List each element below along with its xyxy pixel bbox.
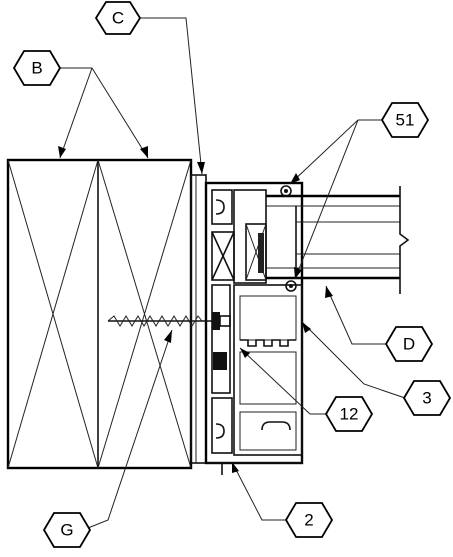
callout-12-label: 12 [340, 405, 359, 424]
gasket [280, 185, 297, 292]
wood-blocking [6, 158, 193, 470]
glazing-pocket [233, 189, 267, 284]
callout-b-label: B [31, 59, 42, 78]
callout-12: 12 [324, 396, 374, 432]
callout-g-label: G [60, 521, 73, 540]
callout-3: 3 [402, 380, 452, 416]
callout-c-label: C [112, 9, 124, 28]
callout-b: B [12, 50, 62, 86]
fastener-screw [107, 312, 231, 330]
callout-51-label: 51 [396, 111, 415, 130]
frame-extrusion [204, 181, 304, 475]
callout-3-label: 3 [422, 389, 431, 408]
membrane-plate [190, 174, 207, 464]
callout-c: C [94, 1, 142, 35]
callout-2-label: 2 [304, 511, 313, 530]
callout-g: G [42, 512, 92, 548]
callout-d-label: D [403, 335, 415, 354]
glass-panel [266, 186, 410, 294]
callout-51: 51 [380, 102, 430, 138]
callout-2: 2 [284, 502, 334, 538]
callout-d: D [384, 326, 434, 362]
